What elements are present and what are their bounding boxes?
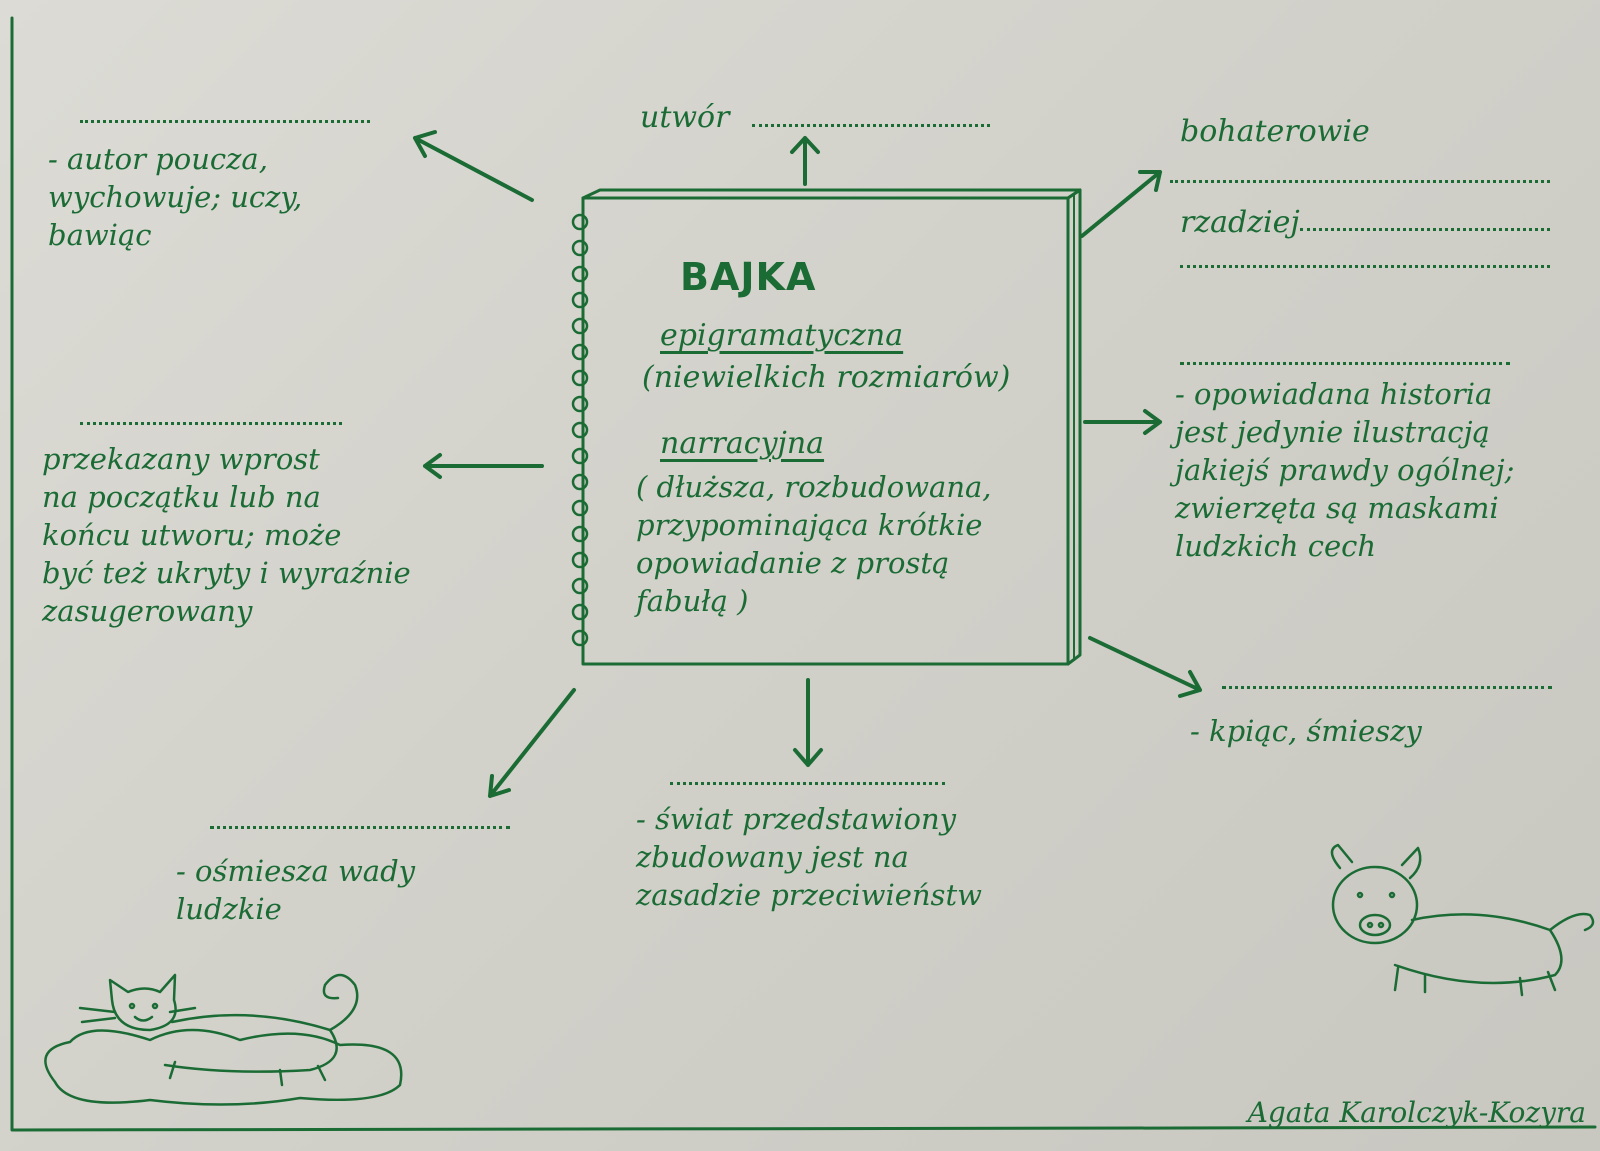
notebook-box — [581, 196, 1070, 666]
utwor-label: utwór — [640, 100, 730, 135]
right-mid-dotted-line — [1180, 362, 1510, 365]
right-bottom-dotted-line — [1222, 686, 1552, 689]
arrows — [413, 130, 1202, 798]
type-epigramatyczna-desc: (niewielkich rozmiarów) — [642, 360, 1011, 395]
rzadziej-label: rzadziej — [1180, 205, 1300, 240]
left-top-dotted-line — [80, 120, 370, 123]
diagram-title: BAJKA — [680, 255, 817, 299]
type-narracyjna: narracyjna — [660, 426, 825, 461]
spiral-rings — [571, 213, 589, 647]
bohaterowie-label: bohaterowie — [1180, 114, 1370, 149]
arrow-left — [423, 453, 544, 479]
arrow-right — [1083, 409, 1162, 435]
arrow-bottom-left — [488, 688, 576, 798]
arrow-bottom — [793, 678, 823, 767]
arrow-top-left — [413, 130, 534, 202]
type-narracyjna-desc: ( dłuższa, rozbudowana, przypominająca k… — [636, 470, 992, 618]
left-mid-dotted-line — [80, 422, 342, 425]
utwor-dotted-line — [752, 124, 990, 127]
arrow-top-right — [1080, 170, 1162, 238]
author-signature: Agata Karolczyk-Kozyra — [1247, 1096, 1586, 1129]
signature-line — [1178, 1125, 1597, 1130]
arrow-bottom-right — [1088, 636, 1202, 698]
left-top-note: - autor poucza,wychowuje; uczy,bawiąc — [48, 142, 303, 252]
bohaterowie-dotted-line — [1170, 180, 1550, 183]
rzadziej-dotted-line-2 — [1180, 265, 1550, 268]
sheet-border — [10, 16, 1182, 1132]
cat-drawing — [44, 973, 403, 1106]
type-epigramatyczna: epigramatyczna — [660, 318, 904, 353]
right-bottom-note: - kpiąc, śmieszy — [1190, 714, 1422, 748]
arrow-top — [790, 136, 820, 186]
bottom-left-dotted-line — [210, 826, 510, 829]
pig-drawing — [1330, 843, 1595, 997]
bottom-center-dotted-line — [670, 782, 945, 785]
rzadziej-dotted-line — [1300, 228, 1550, 231]
